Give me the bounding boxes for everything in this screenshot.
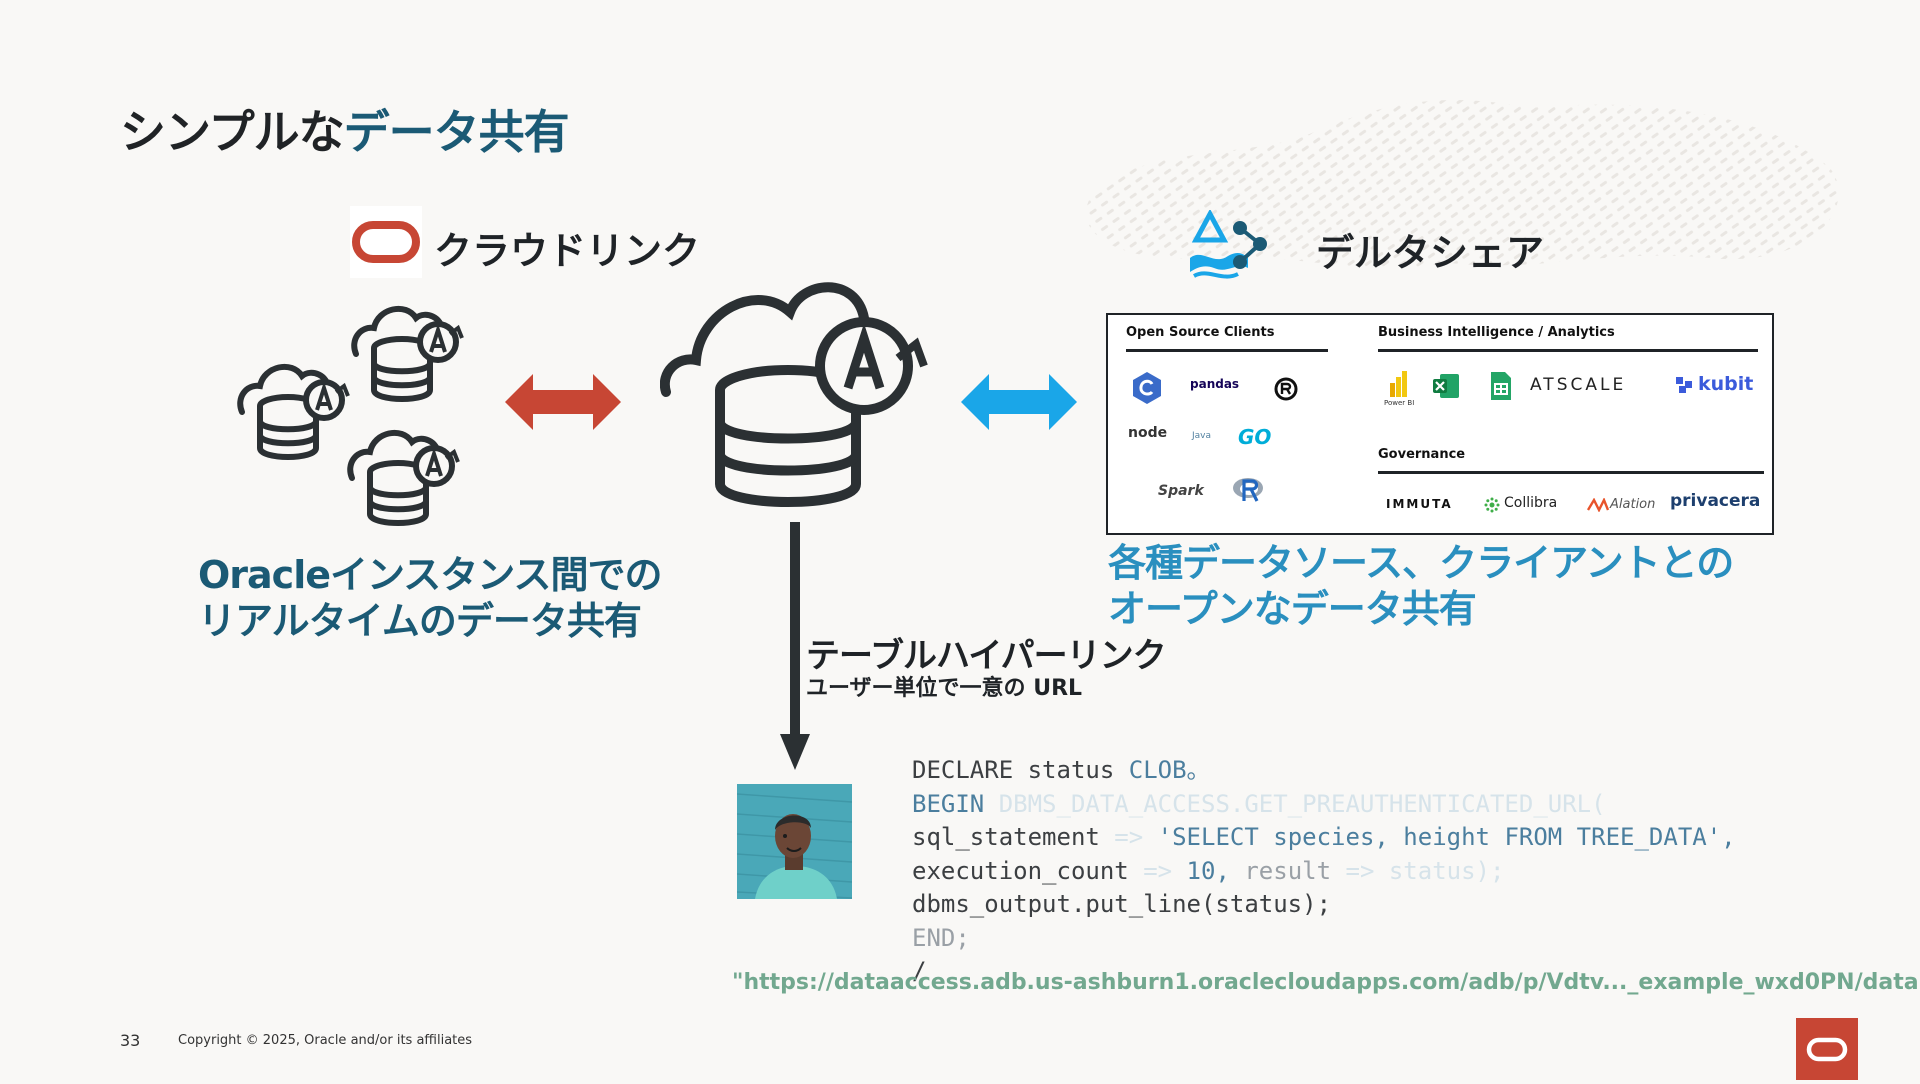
code-faded-text: =>: [1143, 857, 1186, 885]
cloud-link-label: クラウドリンク: [434, 220, 700, 275]
divider: [1378, 471, 1764, 474]
alation-icon: [1586, 498, 1610, 512]
oracle-ring-icon: [350, 206, 422, 278]
kubit-logo: kubit: [1698, 373, 1753, 395]
code-line-3: sql_statement => 'SELECT species, height…: [912, 821, 1736, 855]
code-gray-text: result: [1244, 857, 1345, 885]
pandas-logo: pandas: [1190, 377, 1239, 391]
copyright-text: Copyright © 2025, Oracle and/or its affi…: [178, 1033, 472, 1048]
atscale-logo: ATSCALE: [1530, 375, 1626, 395]
code-keyword: CLOB。: [1129, 756, 1211, 784]
left-caption: Oracleインスタンス間での リアルタイムのデータ共有: [198, 552, 662, 644]
excel-icon: [1432, 373, 1460, 399]
google-sheets-icon: [1490, 371, 1512, 401]
code-number: 10,: [1187, 857, 1245, 885]
title-part-2: データ共有: [344, 105, 569, 159]
delta-share-icon: [1188, 210, 1270, 282]
java-logo: Java: [1192, 431, 1211, 441]
code-line-5: dbms_output.put_line(status);: [912, 888, 1736, 922]
privacera-logo: privacera: [1670, 491, 1760, 511]
page-number: 33: [120, 1031, 140, 1050]
oracle-corner-logo: [1796, 1018, 1858, 1080]
left-caption-line-2: リアルタイムのデータ共有: [198, 598, 662, 644]
power-bi-label: Power BI: [1384, 399, 1414, 407]
right-caption-line-1: 各種データソース、クライアントとの: [1108, 540, 1733, 586]
code-text: DECLARE status: [912, 756, 1129, 784]
csharp-icon: [1130, 371, 1164, 405]
central-cloud-database: [660, 272, 930, 508]
code-text: sql_statement: [912, 823, 1114, 851]
code-line-4: execution_count => 10, result => status)…: [912, 855, 1736, 889]
code-faded-text: => status);: [1346, 857, 1505, 885]
preauthenticated-url[interactable]: "https://dataaccess.adb.us-ashburn1.orac…: [732, 970, 1920, 995]
code-faded-text: DBMS_DATA_ACCESS.GET_PREAUTHENTICATED_UR…: [984, 790, 1605, 818]
oracle-logo: [350, 206, 422, 278]
bi-header: Business Intelligence / Analytics: [1378, 325, 1615, 340]
delta-share-label: デルタシェア: [1316, 222, 1544, 277]
divider: [1378, 349, 1758, 352]
code-keyword: BEGIN: [912, 790, 984, 818]
oracle-ring-icon: [1796, 1018, 1858, 1080]
red-double-arrow: [505, 374, 621, 430]
alation-logo: Alation: [1610, 497, 1655, 512]
code-line-2: BEGIN DBMS_DATA_ACCESS.GET_PREAUTHENTICA…: [912, 788, 1736, 822]
rust-icon: [1274, 377, 1298, 401]
code-text: execution_count: [912, 857, 1143, 885]
code-line-6: END;: [912, 922, 1736, 956]
code-faded-text: =>: [1114, 823, 1157, 851]
divider: [1126, 349, 1328, 352]
open-source-header: Open Source Clients: [1126, 325, 1274, 340]
blue-double-arrow: [961, 374, 1077, 430]
collibra-icon: [1484, 497, 1500, 513]
page-title: シンプルなデータ共有: [120, 96, 569, 162]
governance-header: Governance: [1378, 447, 1465, 462]
code-string: 'SELECT species, height FROM TREE_DATA',: [1158, 823, 1736, 851]
cloud-database-cluster: [232, 296, 472, 532]
collibra-logo: Collibra: [1504, 495, 1557, 511]
left-caption-line-1: Oracleインスタンス間での: [198, 552, 662, 598]
title-part-1: シンプルな: [120, 105, 344, 159]
node-logo: node: [1128, 425, 1167, 441]
spark-logo: Spark: [1158, 483, 1204, 499]
right-caption: 各種データソース、クライアントとの オープンなデータ共有: [1108, 540, 1733, 632]
table-hyperlink-subtitle: ユーザー単位で一意の URL: [806, 670, 1082, 702]
r-language-icon: [1232, 475, 1264, 503]
user-avatar: [737, 784, 852, 899]
clients-panel: Open Source Clients Business Intelligenc…: [1106, 313, 1774, 535]
kubit-icon: [1676, 377, 1694, 395]
code-block: DECLARE status CLOB。BEGIN DBMS_DATA_ACCE…: [912, 754, 1736, 989]
go-logo: GO: [1238, 425, 1271, 449]
power-bi-icon: [1382, 369, 1414, 399]
right-caption-line-2: オープンなデータ共有: [1108, 586, 1733, 632]
code-line-1: DECLARE status CLOB。: [912, 754, 1736, 788]
immuta-logo: IMMUTA: [1386, 497, 1453, 511]
